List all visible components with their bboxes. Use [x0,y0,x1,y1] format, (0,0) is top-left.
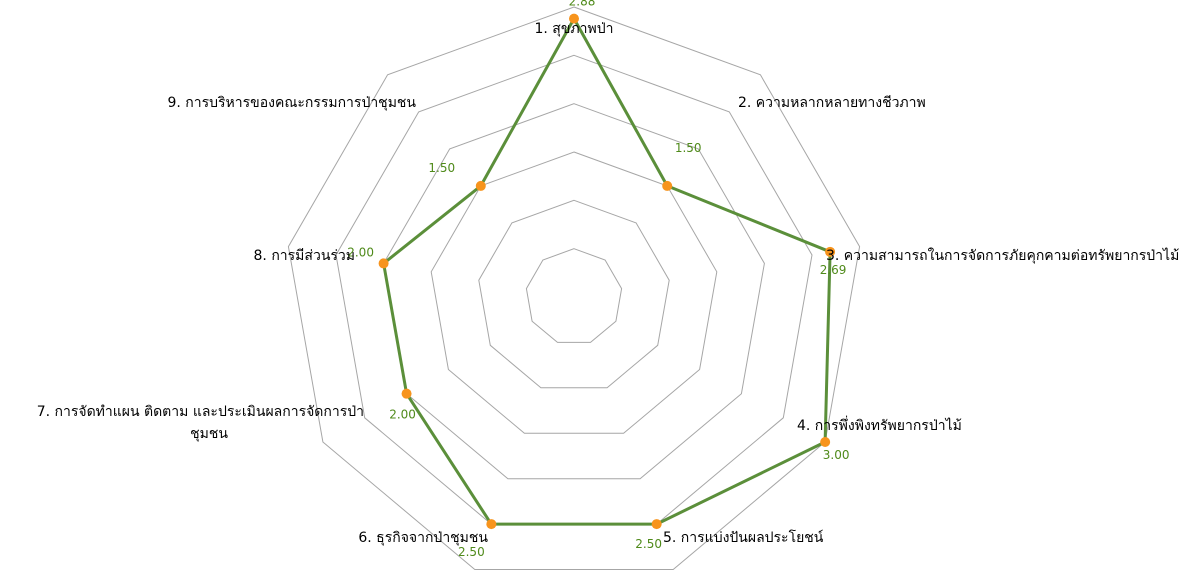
radar-grid [287,6,861,570]
radar-series: 2.88 1.50 2.69 3.00 2.50 2.50 2.00 2.00 1.50 [347,0,849,559]
series-line [382,17,832,526]
data-label: 2.00 [389,408,416,422]
grid-ring-4 [383,103,765,480]
data-label: 2.88 [569,0,596,9]
category-label: 5. การแบ่งปันผลประโยชน์ [663,529,824,546]
category-label: 1. สุขภาพป่า [535,21,614,37]
data-point [820,437,831,447]
radar-category-labels: 1. สุขภาพป่า 2. ความหลากหลายทางชีวภาพ 3. ค… [37,21,1180,546]
data-point [662,180,673,191]
category-label: 4. การพึ่งพิงทรัพยากรป่าไม้ [797,416,962,434]
data-point [651,519,662,530]
grid-ring-1 [525,248,623,343]
category-label: 3. ความสามารถในการจัดการภัยคุกคามต่อทรัพ… [826,247,1179,264]
category-label: 6. ธุรกิจจากป่าชุมชน [358,530,488,546]
grid-ring-6 [287,6,861,570]
data-label: 2.00 [347,245,374,259]
data-label: 2.50 [635,537,662,551]
grid-ring-3 [430,151,718,434]
data-point [486,519,497,530]
grid-ring-2 [478,199,670,389]
data-point [401,388,412,399]
category-label: 2. ความหลากหลายทางชีวภาพ [738,95,926,111]
data-point [475,180,486,191]
category-label: 9. การบริหารของคณะกรรมการป่าชุมชน [167,95,416,111]
category-label: 7. การจัดทำแผน ติดตาม และประเมินผลการจัด… [37,404,364,442]
category-label: 8. การมีส่วนร่วม [254,248,355,264]
data-point [569,13,579,24]
data-label: 1.50 [675,141,702,155]
data-point [825,246,836,257]
data-label: 2.50 [458,545,485,559]
data-label: 3.00 [823,448,850,462]
data-point [378,258,389,269]
data-label: 1.50 [428,161,455,175]
grid-ring-5 [335,54,813,525]
data-label: 2.69 [820,263,847,277]
